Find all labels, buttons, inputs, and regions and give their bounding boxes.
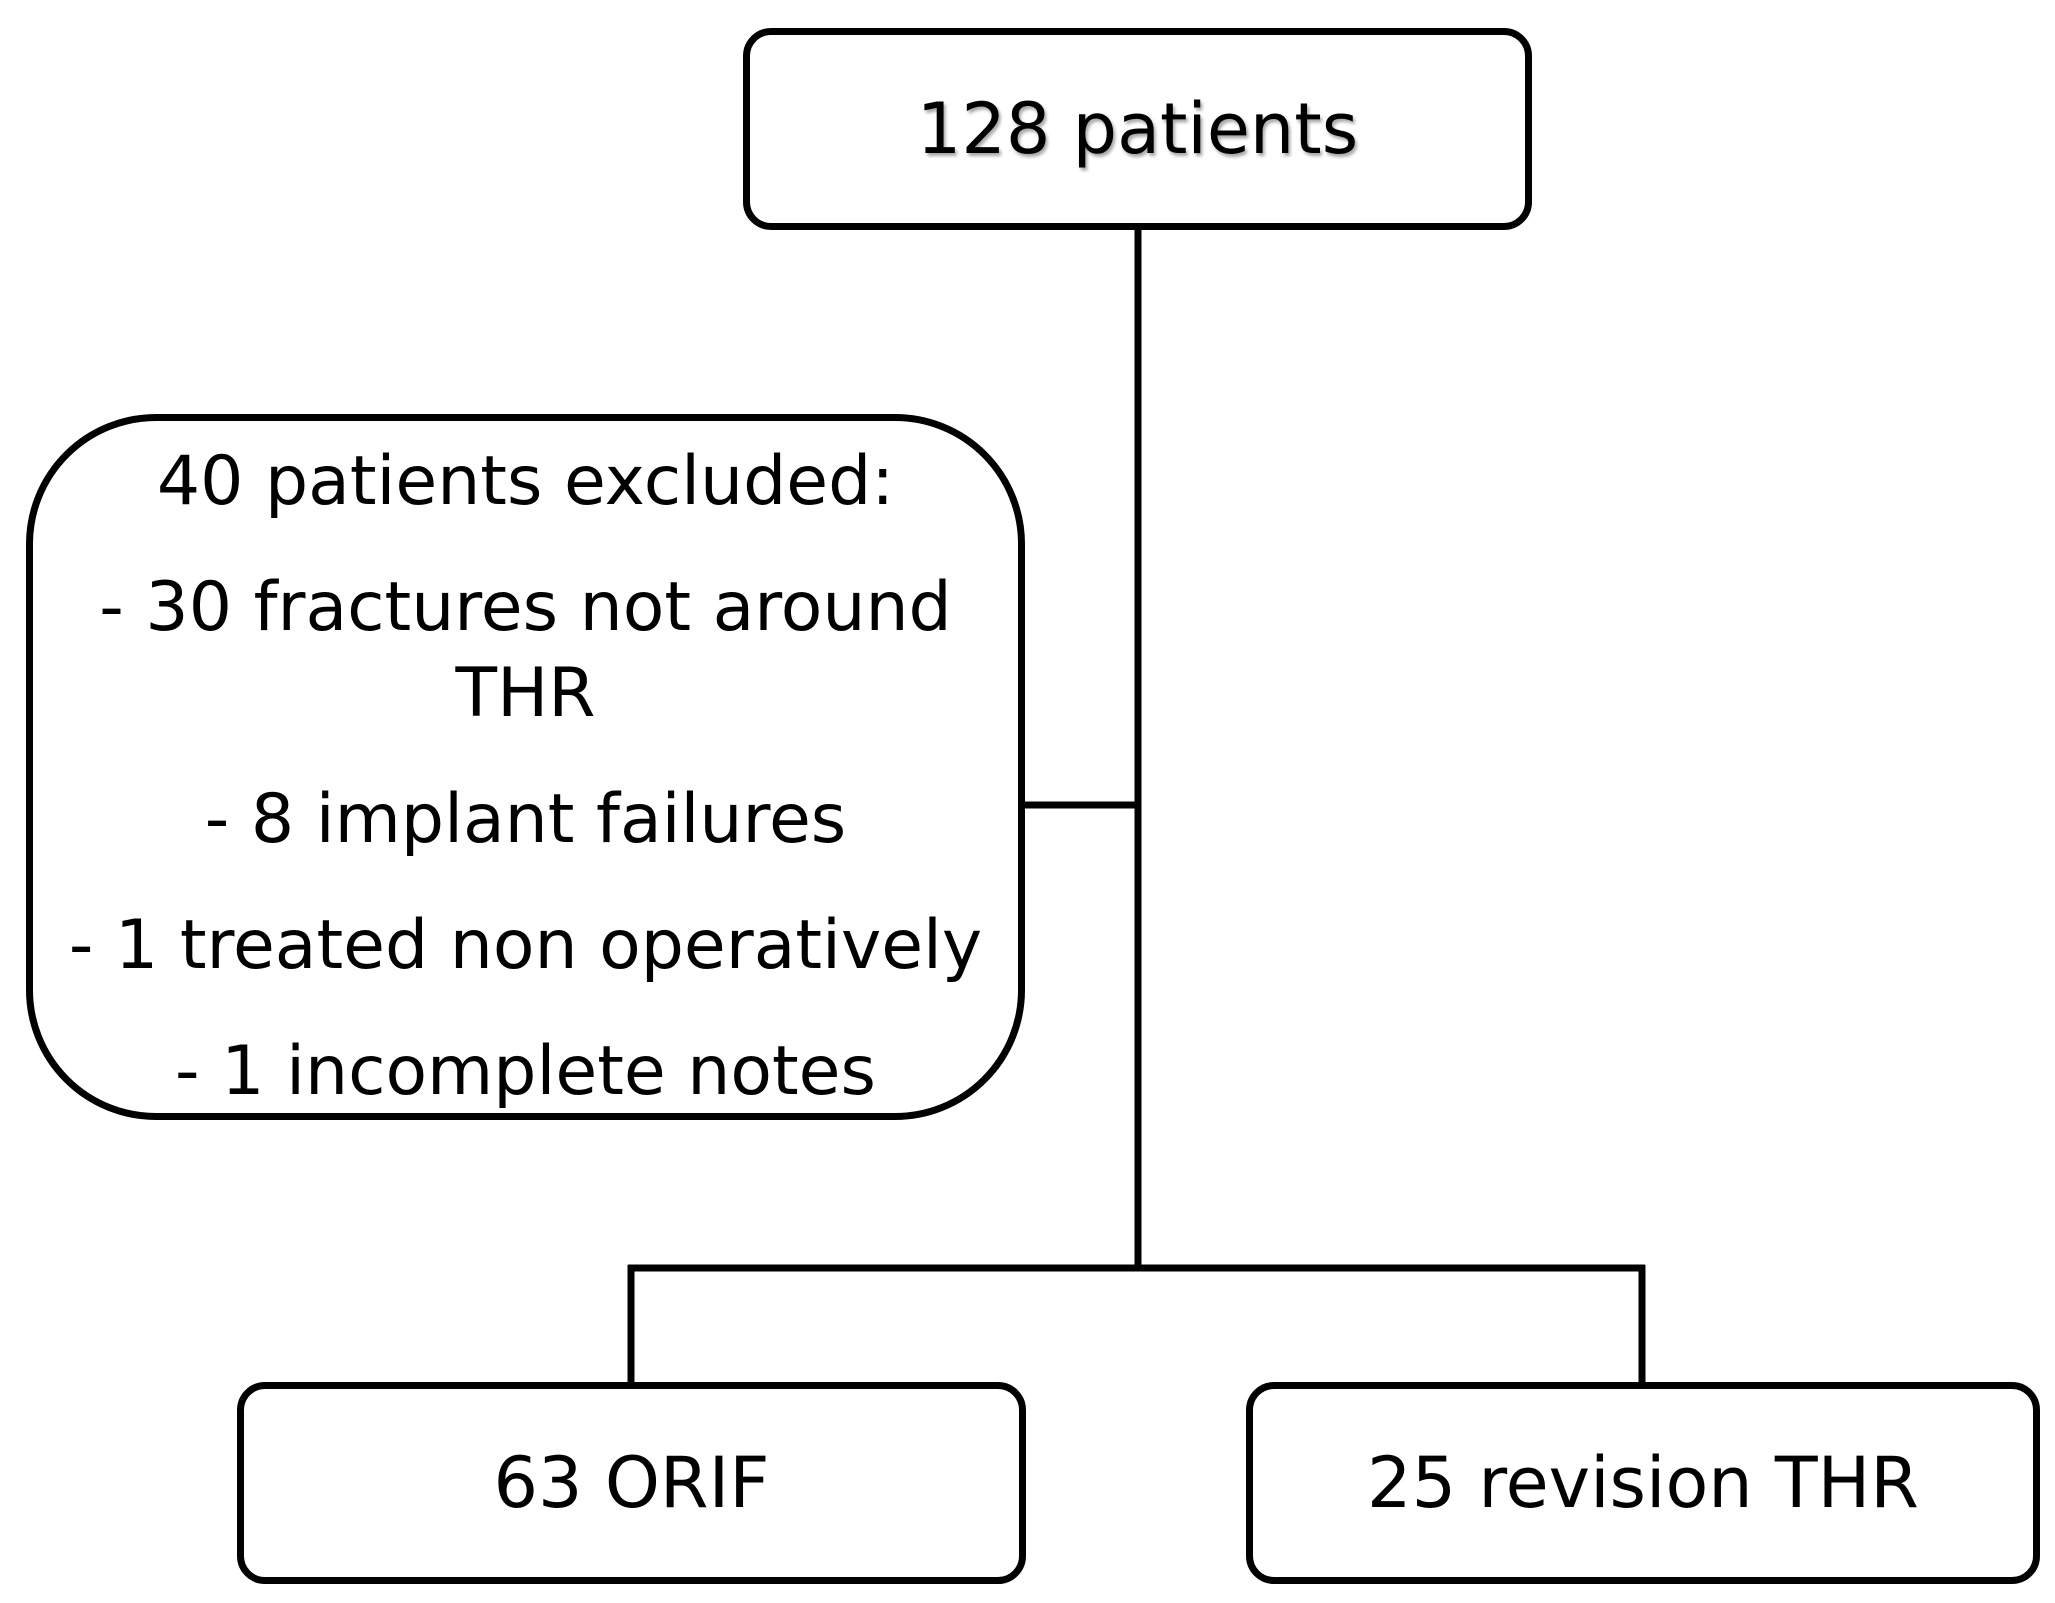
exclusion-item-fractures: - 30 fractures not around THR	[99, 568, 952, 733]
revision-thr-label: 25 revision THR	[1367, 1442, 1919, 1524]
excluded-patients-box: 40 patients excluded: - 30 fractures not…	[26, 414, 1025, 1120]
excluded-heading: 40 patients excluded:	[156, 442, 895, 521]
exclusion-item-implant-failures: - 8 implant failures	[204, 780, 847, 859]
total-patients-label: 128 patients	[916, 88, 1359, 170]
exclusion-item-incomplete-notes: - 1 incomplete notes	[175, 1032, 876, 1111]
orif-box: 63 ORIF	[237, 1382, 1026, 1584]
total-patients-box: 128 patients	[743, 28, 1532, 230]
exclusion-item-non-operative: - 1 treated non operatively	[68, 906, 983, 985]
orif-label: 63 ORIF	[493, 1442, 770, 1524]
revision-thr-box: 25 revision THR	[1246, 1382, 2040, 1584]
